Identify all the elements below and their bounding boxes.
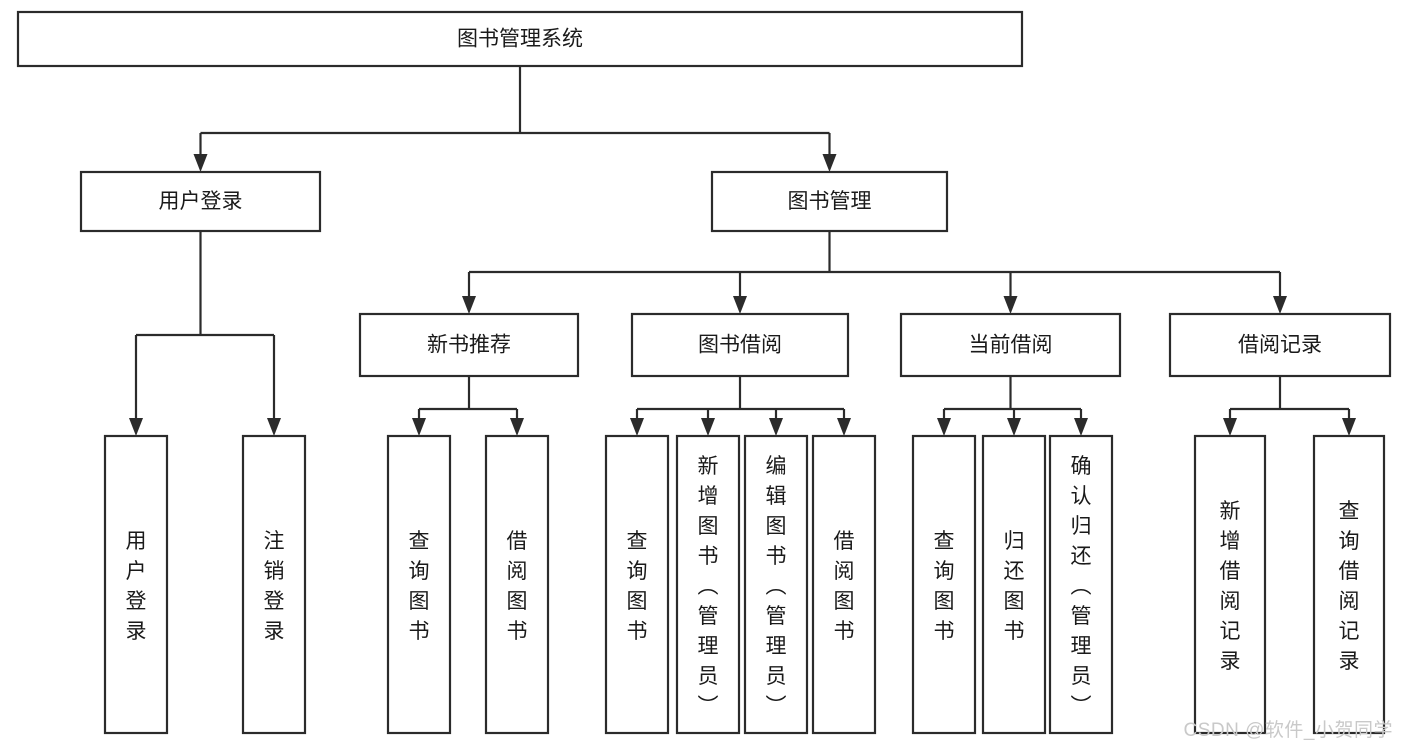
node-label: 新书推荐 xyxy=(427,334,511,357)
node-rect[interactable] xyxy=(1193,434,1267,735)
leaf-node-leaf-query-book-borrow[interactable]: 查询图书 xyxy=(604,434,670,735)
node-borrow-record[interactable]: 借阅记录 xyxy=(1168,312,1392,378)
connector-layer xyxy=(129,66,1356,436)
node-label: 借阅图书 xyxy=(834,530,855,643)
node-label: 当前借阅 xyxy=(969,334,1053,357)
leaf-node-leaf-add-record[interactable]: 新增借阅记录 xyxy=(1193,434,1267,735)
connector-arrowhead xyxy=(822,154,837,172)
leaf-node-leaf-query-book-cur[interactable]: 查询图书 xyxy=(911,434,977,735)
node-label: 查询图书 xyxy=(409,530,430,643)
connector-arrowhead xyxy=(769,418,783,436)
connector-arrowhead xyxy=(193,154,208,172)
connector-arrowhead xyxy=(267,418,281,436)
connector-arrowhead xyxy=(1342,418,1356,436)
connector-arrowhead xyxy=(129,418,143,436)
connector-arrowhead xyxy=(630,418,644,436)
node-rect[interactable] xyxy=(358,312,580,378)
node-label: 查询借阅记录 xyxy=(1339,500,1360,673)
node-user-login[interactable]: 用户登录 xyxy=(79,170,322,233)
node-rect[interactable] xyxy=(981,434,1047,735)
node-rect[interactable] xyxy=(484,434,550,735)
connector-arrowhead xyxy=(1273,296,1287,314)
node-rect[interactable] xyxy=(241,434,307,735)
node-label: 用户登录 xyxy=(159,190,243,213)
node-label: 图书管理系统 xyxy=(457,28,583,51)
connector-arrowhead xyxy=(462,296,476,314)
node-label: 图书借阅 xyxy=(698,334,782,357)
node-rect[interactable] xyxy=(1048,434,1114,735)
node-rect[interactable] xyxy=(675,434,741,735)
node-rect[interactable] xyxy=(811,434,877,735)
node-rect[interactable] xyxy=(630,312,850,378)
leaf-node-leaf-query-record[interactable]: 查询借阅记录 xyxy=(1312,434,1386,735)
connector-arrowhead xyxy=(937,418,951,436)
node-rect[interactable] xyxy=(103,434,169,735)
node-rect[interactable] xyxy=(16,10,1024,68)
node-book-manage[interactable]: 图书管理 xyxy=(710,170,949,233)
leaf-node-leaf-user-login[interactable]: 用户登录 xyxy=(103,434,169,735)
node-book-borrow[interactable]: 图书借阅 xyxy=(630,312,850,378)
node-label: 新增图书︵管理员︶ xyxy=(698,455,719,718)
node-layer: 图书管理系统用户登录图书管理新书推荐图书借阅当前借阅借阅记录用户登录注销登录查询… xyxy=(16,10,1392,735)
node-rect[interactable] xyxy=(710,170,949,233)
connector-arrowhead xyxy=(412,418,426,436)
connector-arrowhead xyxy=(1074,418,1088,436)
leaf-node-leaf-return-book[interactable]: 归还图书 xyxy=(981,434,1047,735)
node-label: 编辑图书︵管理员︶ xyxy=(766,455,787,718)
connector-arrowhead xyxy=(837,418,851,436)
node-new-book-rec[interactable]: 新书推荐 xyxy=(358,312,580,378)
node-rect[interactable] xyxy=(743,434,809,735)
connector-arrowhead xyxy=(733,296,747,314)
leaf-node-leaf-borrow-book-rec[interactable]: 借阅图书 xyxy=(484,434,550,735)
leaf-node-leaf-logout[interactable]: 注销登录 xyxy=(241,434,307,735)
node-rect[interactable] xyxy=(604,434,670,735)
node-label: 注销登录 xyxy=(264,530,285,643)
node-rect[interactable] xyxy=(1168,312,1392,378)
leaf-node-leaf-confirm-return[interactable]: 确认归还︵管理员︶ xyxy=(1048,434,1114,735)
leaf-node-leaf-add-book[interactable]: 新增图书︵管理员︶ xyxy=(675,434,741,735)
node-label: 确认归还︵管理员︶ xyxy=(1071,455,1092,718)
connector-arrowhead xyxy=(1223,418,1237,436)
leaf-node-leaf-query-book-rec[interactable]: 查询图书 xyxy=(386,434,452,735)
node-rect[interactable] xyxy=(386,434,452,735)
node-label: 查询图书 xyxy=(934,530,955,643)
node-label: 借阅图书 xyxy=(507,530,528,643)
node-label: 借阅记录 xyxy=(1238,334,1322,357)
leaf-node-leaf-borrow-book[interactable]: 借阅图书 xyxy=(811,434,877,735)
node-label: 查询图书 xyxy=(627,530,648,643)
connector-arrowhead xyxy=(510,418,524,436)
connector-arrowhead xyxy=(1003,296,1018,314)
node-label: 用户登录 xyxy=(126,530,147,643)
node-label: 新增借阅记录 xyxy=(1220,500,1241,673)
node-label: 图书管理 xyxy=(788,190,872,213)
node-current-borrow[interactable]: 当前借阅 xyxy=(899,312,1122,378)
node-rect[interactable] xyxy=(911,434,977,735)
connector-arrowhead xyxy=(1007,418,1021,436)
node-rect[interactable] xyxy=(899,312,1122,378)
connector-arrowhead xyxy=(701,418,715,436)
node-rect[interactable] xyxy=(79,170,322,233)
node-root[interactable]: 图书管理系统 xyxy=(16,10,1024,68)
node-label: 归还图书 xyxy=(1004,530,1025,643)
node-rect[interactable] xyxy=(1312,434,1386,735)
leaf-node-leaf-edit-book[interactable]: 编辑图书︵管理员︶ xyxy=(743,434,809,735)
